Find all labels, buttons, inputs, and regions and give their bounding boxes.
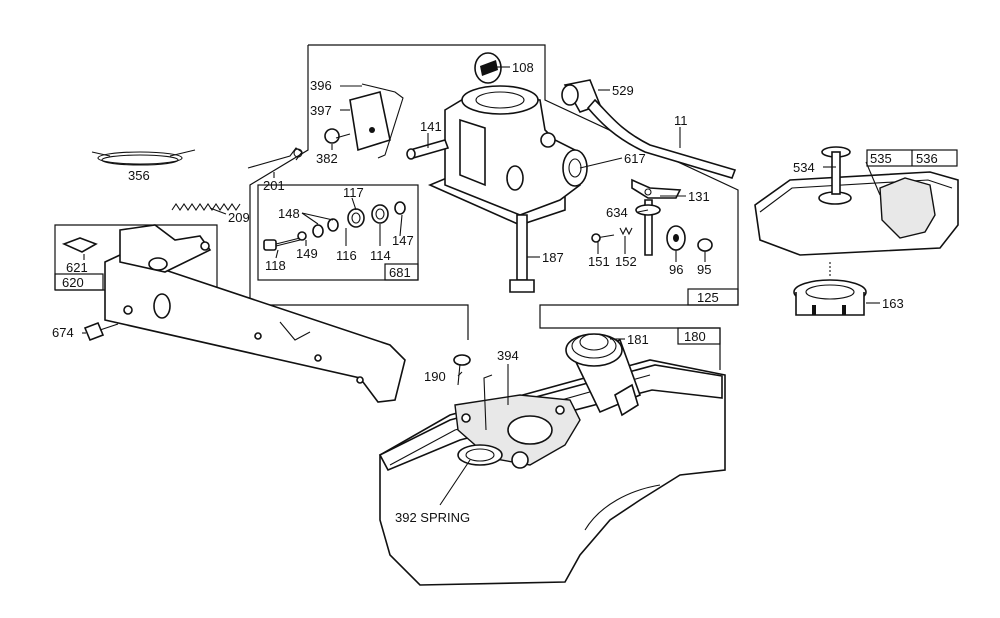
governor-control-lever: [119, 224, 212, 273]
label-163: 163: [882, 296, 904, 311]
air-cleaner-element-535: [879, 177, 936, 239]
label-187: 187: [542, 250, 564, 265]
linkage-group-frame: [257, 184, 419, 281]
shaft-141: [406, 139, 450, 160]
throttle-lever-131: [631, 178, 682, 199]
label-674: 674: [52, 325, 74, 340]
label-634: 634: [606, 205, 628, 220]
label-397: 397: [310, 103, 332, 118]
group-620-box: [54, 273, 104, 291]
clip-621: [61, 237, 98, 253]
label-620: 620: [62, 275, 84, 290]
label-529: 529: [612, 83, 634, 98]
air-cleaner-base-163: [793, 279, 867, 316]
fuel-pipe-11: [586, 98, 737, 179]
link-201: [247, 147, 303, 169]
label-536: 536: [916, 151, 938, 166]
label-151: 151: [588, 254, 610, 269]
carburetor-group-frame-left: [249, 45, 469, 340]
label-149: 149: [296, 246, 318, 261]
pickup-wire: [483, 374, 493, 431]
label-621: 621: [66, 260, 88, 275]
label-535: 535: [870, 151, 892, 166]
label-394: 394: [497, 348, 519, 363]
fuel-pickup-187: [509, 214, 535, 293]
screw-534: [821, 146, 851, 195]
needle-valve-634: [635, 199, 661, 256]
choke-plate-108: [474, 52, 502, 84]
tank-bracket: [614, 383, 639, 417]
label-392-spring: 392 SPRING: [395, 510, 470, 525]
label-209: 209: [228, 210, 250, 225]
label-96: 96: [669, 262, 683, 277]
label-382: 382: [316, 151, 338, 166]
tank-group-frame: [539, 320, 721, 370]
carburetor-body: [427, 85, 588, 226]
label-201: 201: [263, 178, 285, 193]
leader-lines: [82, 66, 881, 506]
diaphragm-spring-392: [457, 444, 503, 466]
bolt-674: [83, 321, 119, 342]
label-114: 114: [370, 248, 391, 263]
screw-190: [453, 354, 471, 386]
spring-152: [619, 226, 633, 236]
group-180-box: [677, 327, 721, 345]
label-141: 141: [420, 119, 442, 134]
fuel-tank-180: [378, 359, 726, 586]
spring-209: [171, 203, 241, 211]
label-125: 125: [697, 290, 719, 305]
label-396: 396: [310, 78, 332, 93]
label-148: 148: [278, 206, 300, 221]
label-147: 147: [392, 233, 414, 248]
needle-parts: [263, 201, 406, 251]
carburetor-group-frame: [308, 44, 739, 320]
label-180: 180: [684, 329, 706, 344]
label-11: 11: [674, 113, 688, 128]
label-131: 131: [688, 189, 710, 204]
group-681-box: [384, 263, 419, 281]
label-190: 190: [424, 369, 446, 384]
nut-95: [697, 238, 713, 252]
throttle-plate-397: [349, 91, 391, 152]
label-95: 95: [697, 262, 711, 277]
label-356: 356: [128, 168, 150, 183]
label-617: 617: [624, 151, 646, 166]
label-152: 152: [615, 254, 637, 269]
throttle-shaft-396: [361, 83, 404, 159]
label-116: 116: [336, 248, 357, 263]
label-181: 181: [627, 332, 649, 347]
label-118: 118: [265, 258, 286, 273]
control-bracket-620: [104, 254, 406, 403]
washer-96: [666, 225, 686, 251]
group-125-box: [687, 288, 739, 306]
label-117: 117: [343, 185, 364, 200]
label-534: 534: [793, 160, 815, 175]
screw-382: [324, 128, 351, 144]
label-681: 681: [389, 265, 411, 280]
label-108: 108: [512, 60, 534, 75]
linkage-ring-356: [91, 149, 196, 166]
